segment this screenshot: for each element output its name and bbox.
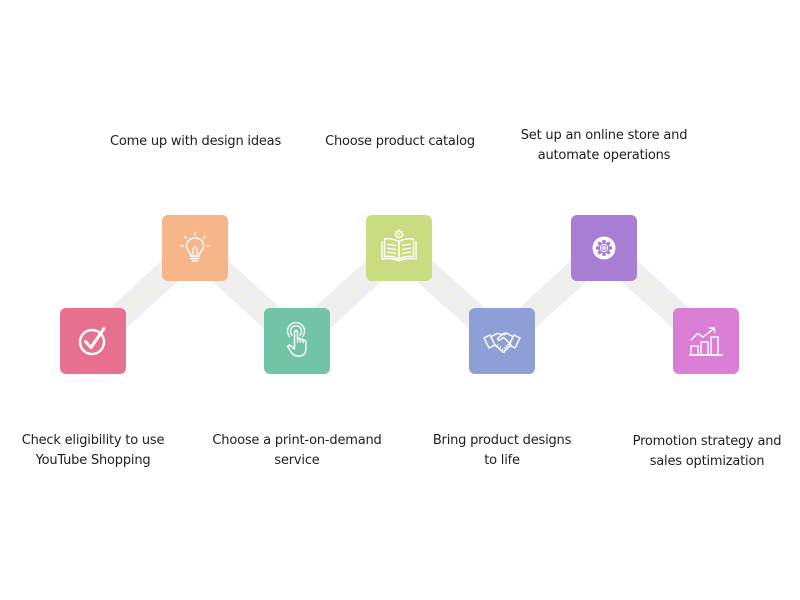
growth-chart-icon: [689, 327, 723, 356]
step-7-label-line-2: sales optimization: [649, 454, 765, 469]
step-1-label-line-1: Check eligibility to use: [21, 433, 165, 448]
step-3-label-line-2: service: [274, 453, 320, 468]
handshake-icon: [483, 332, 521, 353]
step-3-label-line-1: Choose a print-on-demand: [212, 433, 382, 448]
open-book-icon: [381, 229, 417, 262]
step-5-label-line-1: Bring product designs: [432, 433, 572, 448]
checkmark-circle-icon: [78, 327, 106, 356]
step-3-tile: [264, 308, 330, 374]
step-4-label-line-1: Choose product catalog: [325, 134, 475, 149]
step-6-label-line-2: automate operations: [537, 148, 671, 163]
step-6-label: Set up an online store and automate oper…: [519, 126, 689, 166]
step-2-label: Come up with design ideas: [110, 132, 282, 152]
step-5-label: Bring product designs to life: [417, 431, 587, 471]
step-5-tile: [469, 308, 535, 374]
step-2-label-line-1: Come up with design ideas: [110, 134, 282, 149]
step-7-tile: [673, 308, 739, 374]
lightbulb-icon: [179, 231, 211, 262]
step-5-label-line-2: to life: [484, 453, 520, 468]
step-3-label: Choose a print-on-demand service: [212, 431, 382, 471]
touch-hand-icon: [286, 321, 307, 357]
step-2-tile: [162, 215, 228, 281]
step-7-label: Promotion strategy and sales optimizatio…: [622, 432, 792, 472]
gear-icon: [592, 236, 616, 260]
step-1-tile: [60, 308, 126, 374]
step-4-label: Choose product catalog: [315, 132, 485, 152]
step-6-tile: [571, 215, 637, 281]
step-1-label-line-2: YouTube Shopping: [35, 453, 151, 468]
step-7-label-line-1: Promotion strategy and: [632, 434, 782, 449]
step-4-tile: [366, 215, 432, 281]
step-6-label-line-1: Set up an online store and: [520, 128, 688, 143]
step-1-label: Check eligibility to use YouTube Shoppin…: [8, 431, 178, 471]
